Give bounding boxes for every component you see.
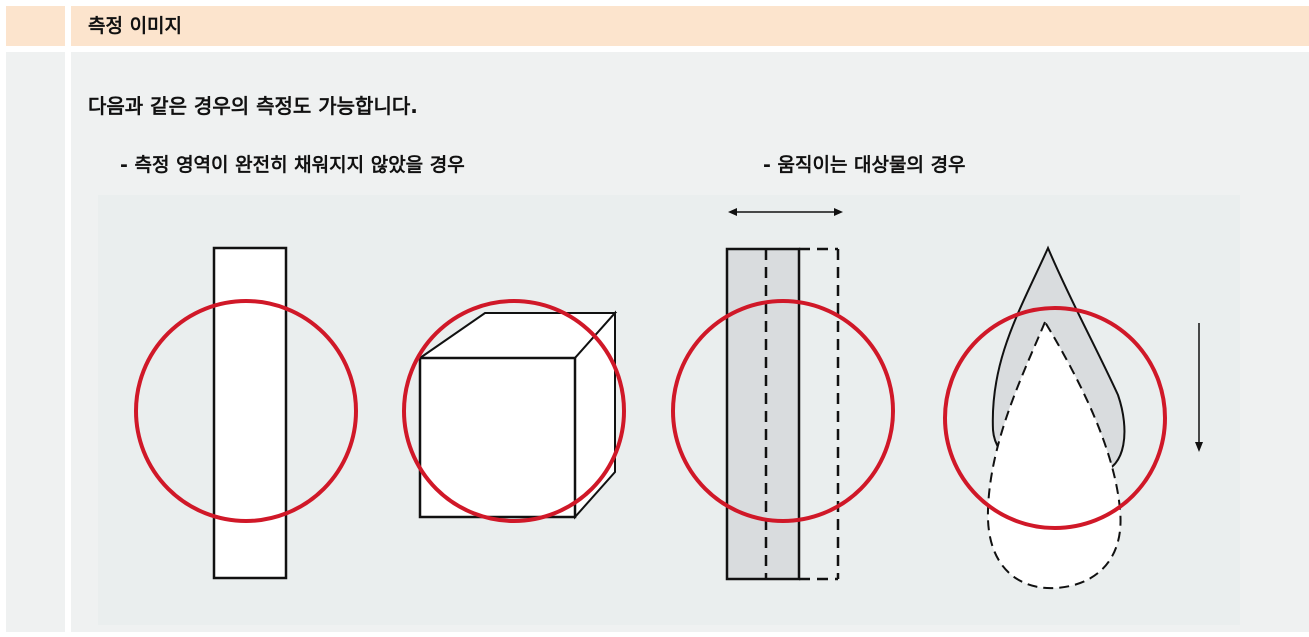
- measurement-circle: [402, 299, 626, 523]
- caption-moving-target: - 움직이는 대상물의 경우: [763, 154, 966, 176]
- moving-bar-icon: [671, 208, 895, 581]
- double-arrow-icon: [728, 208, 843, 216]
- cube-icon: [402, 299, 626, 523]
- section-title: 측정 이미지: [88, 15, 183, 37]
- header-bar: [71, 6, 1309, 46]
- measurement-circle: [943, 306, 1167, 530]
- measurement-circle: [671, 299, 895, 523]
- falling-drop-icon: [943, 245, 1203, 590]
- caption-partial-fill: - 측정 영역이 완전히 채워지지 않았을 경우: [120, 154, 465, 176]
- measurement-circle: [134, 299, 358, 523]
- down-arrow-icon: [1195, 323, 1203, 452]
- body-side-cell: [6, 52, 65, 632]
- vertical-bar-icon: [134, 246, 358, 580]
- header-side-cell: [6, 6, 65, 46]
- intro-text: 다음과 같은 경우의 측정도 가능합니다.: [88, 94, 418, 118]
